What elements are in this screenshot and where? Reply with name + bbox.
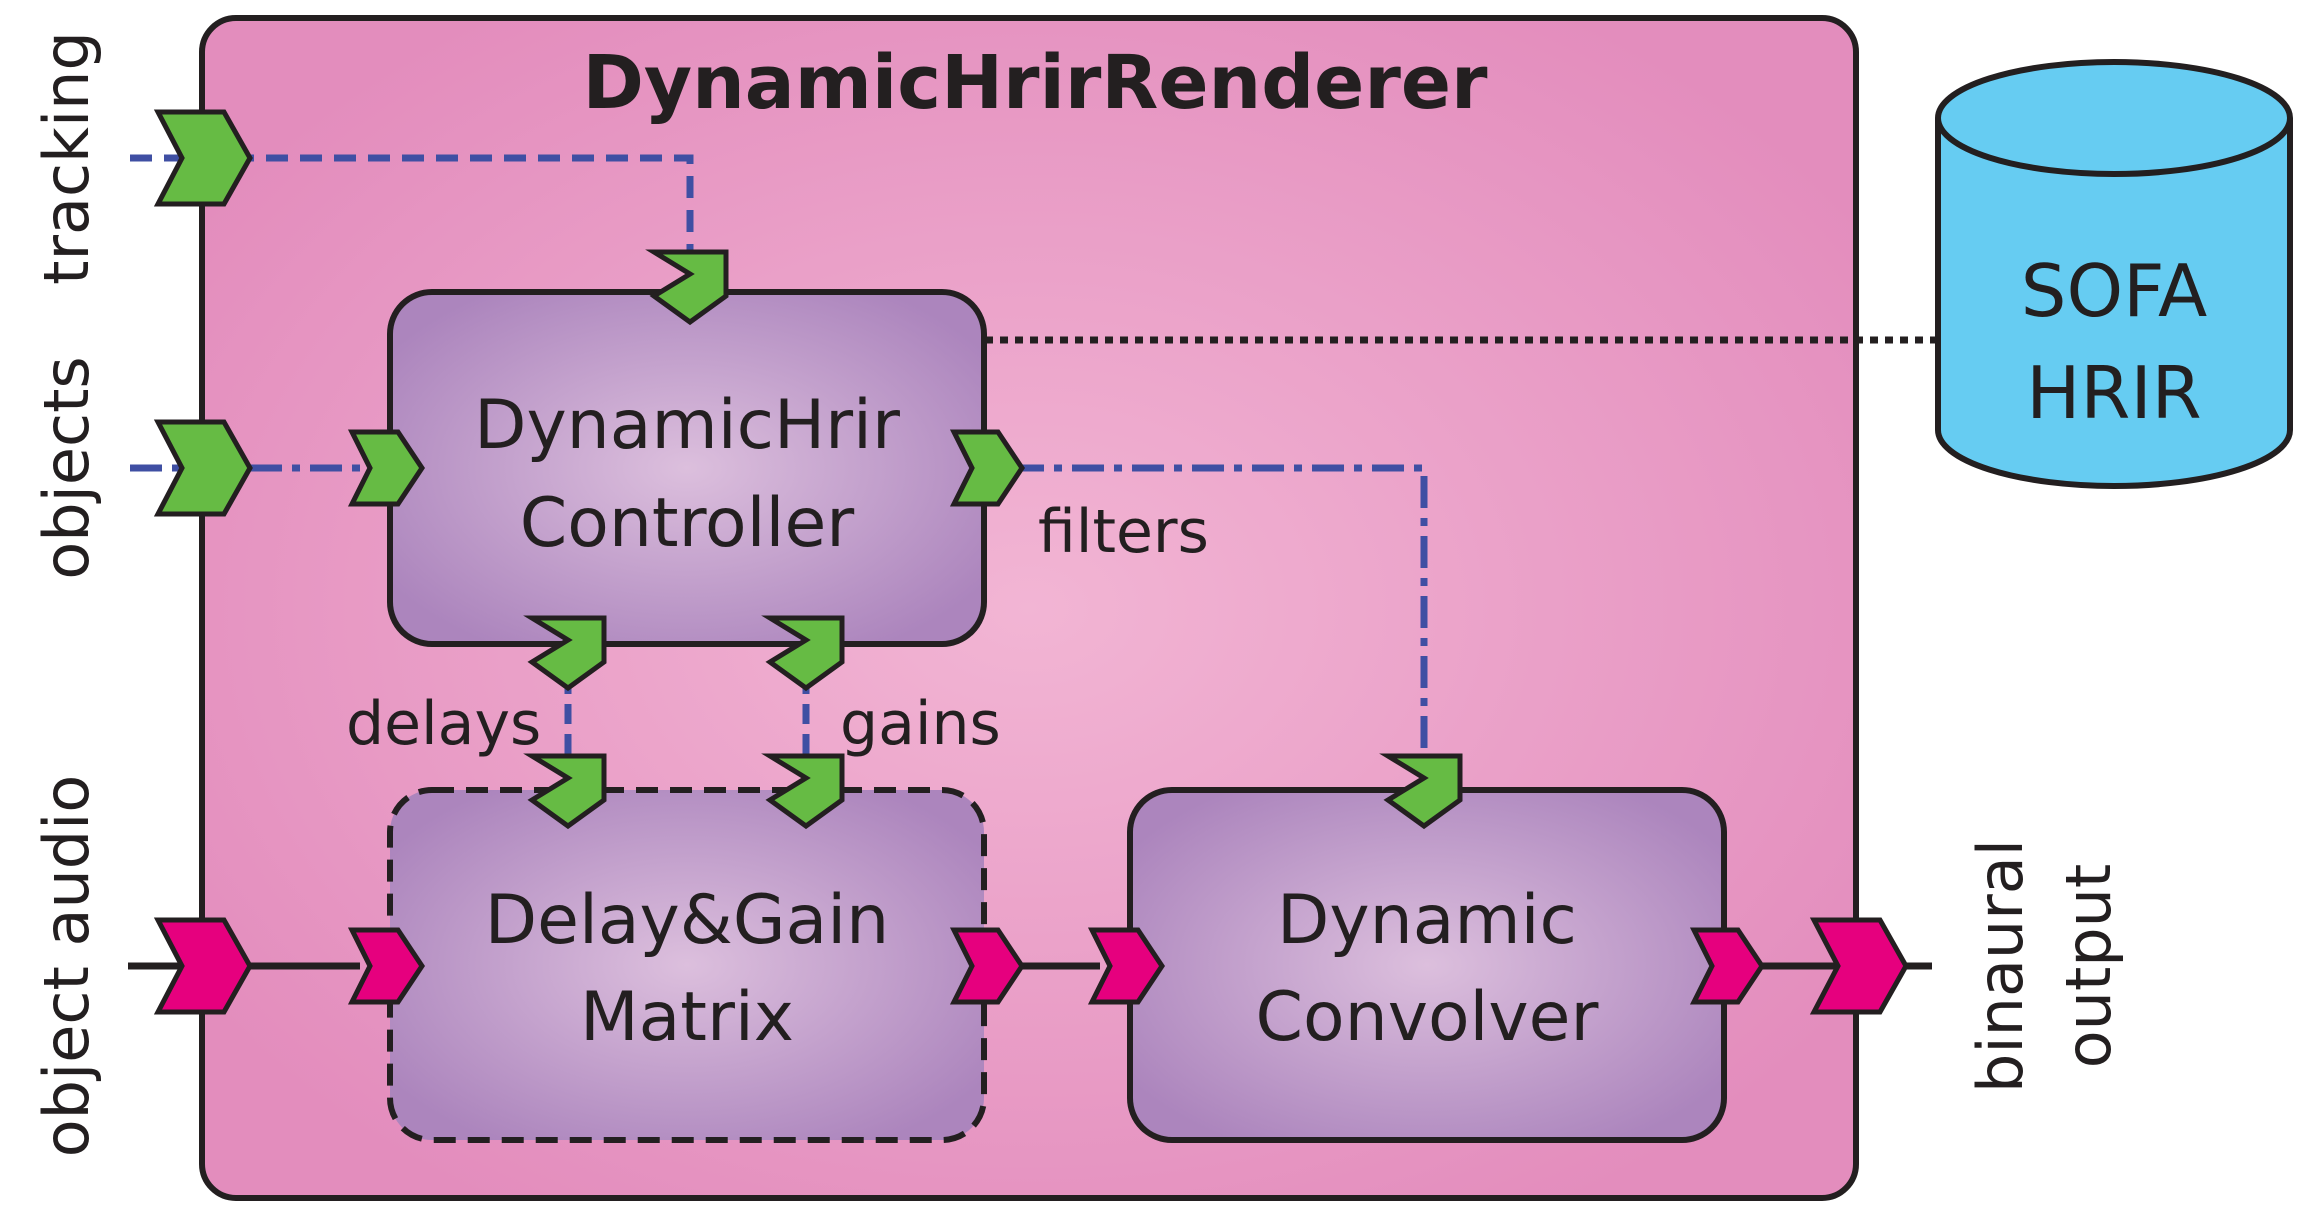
gains-label: gains	[840, 689, 1001, 759]
convolver-label-line1: Dynamic	[1277, 881, 1577, 960]
database-label-line1: SOFA	[2021, 249, 2207, 333]
object-audio-input-label: object audio	[30, 775, 103, 1158]
matrix-label-line1: Delay&Gain	[485, 881, 889, 960]
controller-box	[387, 289, 987, 647]
objects-input-label: objects	[30, 356, 103, 579]
controller-label-line2: Controller	[520, 484, 855, 563]
matrix-delays-port	[523, 753, 607, 830]
tracking-input-label: tracking	[30, 31, 103, 285]
output-label-line2: output	[2052, 864, 2125, 1069]
tracking-input-port	[153, 109, 253, 207]
renderer-title: DynamicHrirRenderer	[582, 40, 1488, 126]
filters-label: filters	[1038, 497, 1209, 567]
convolver-label-line2: Convolver	[1256, 978, 1599, 1057]
objects-input-port	[153, 419, 253, 517]
delays-label: delays	[346, 689, 541, 759]
object-audio-input-port	[153, 917, 253, 1015]
controller-delays-port	[523, 615, 607, 692]
convolver-audio-input-port	[1087, 927, 1166, 1005]
ports	[153, 109, 1909, 1015]
output-label-line1: binaural	[1964, 839, 2037, 1093]
matrix-gains-port	[761, 753, 845, 830]
convolver-audio-output-port	[1689, 927, 1766, 1005]
controller-gains-port	[761, 615, 845, 692]
tracking-line	[130, 154, 694, 262]
convolver-filters-port	[1379, 753, 1463, 830]
database-label-line2: HRIR	[2026, 351, 2201, 435]
controller-filters-port	[949, 429, 1026, 507]
controller-objects-port	[347, 429, 426, 507]
matrix-label-line2: Matrix	[580, 978, 794, 1057]
binaural-output-port	[1809, 917, 1909, 1015]
delay-gain-matrix-box	[387, 787, 987, 1143]
matrix-audio-input-port	[347, 927, 426, 1005]
sofa-database: SOFA HRIR	[1935, 59, 2293, 489]
controller-tracking-port	[645, 249, 729, 326]
filters-line	[1012, 464, 1428, 762]
matrix-audio-output-port	[949, 927, 1026, 1005]
dynamic-convolver-box	[1127, 787, 1727, 1143]
controller-label-line1: DynamicHrir	[474, 386, 900, 465]
